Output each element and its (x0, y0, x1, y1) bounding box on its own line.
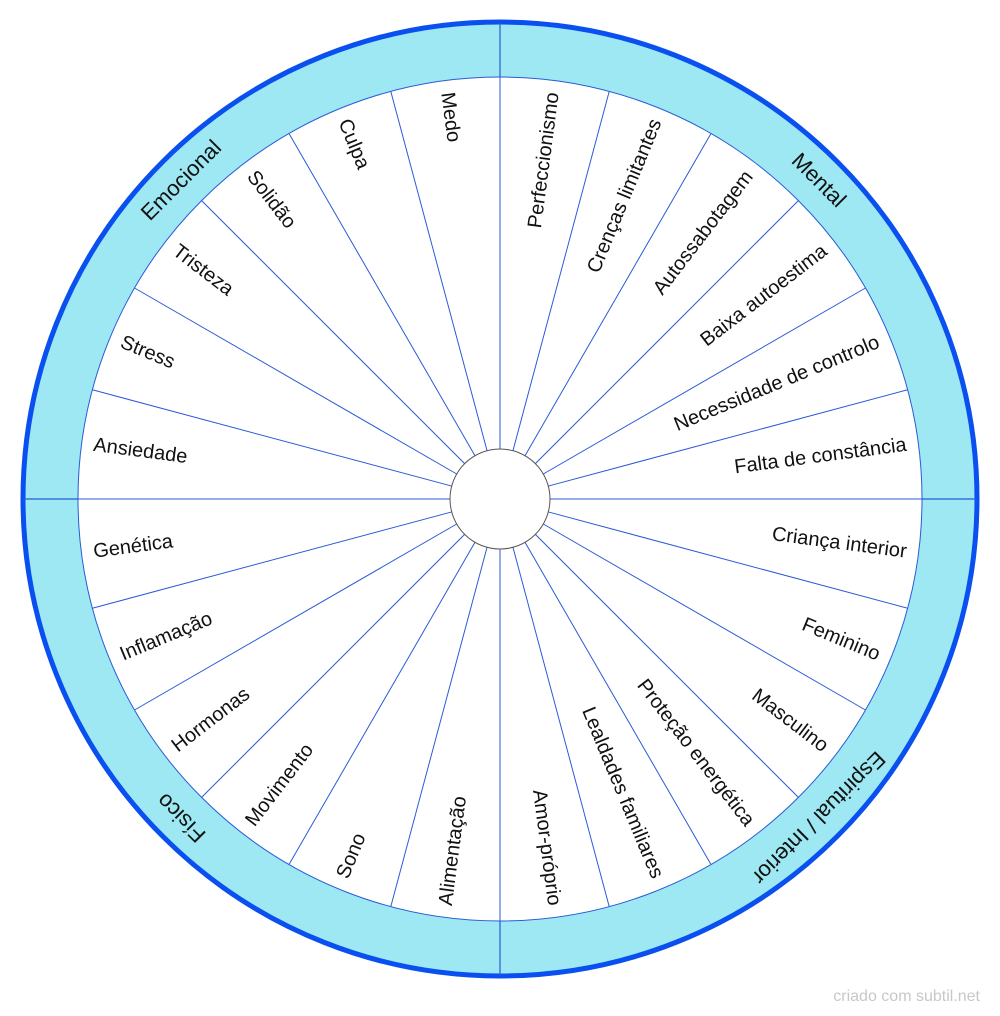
segment-spoke (512, 547, 610, 907)
segment-spoke (390, 91, 488, 451)
center-hub (449, 448, 551, 550)
segment-spoke (512, 91, 610, 451)
segment-spoke (288, 542, 476, 865)
segment-spoke (134, 523, 457, 711)
segment-spoke (535, 200, 799, 464)
segment-spoke (92, 389, 452, 487)
segment-spoke (535, 534, 799, 798)
segment-spoke (201, 200, 465, 464)
segment-spoke (543, 287, 866, 475)
segment-spoke (548, 511, 908, 609)
segment-spoke (288, 133, 476, 456)
segment-spoke (548, 389, 908, 487)
segment-spoke (524, 542, 712, 865)
segment-spoke (201, 534, 465, 798)
segment-spoke (390, 547, 488, 907)
segment-spoke (92, 511, 452, 609)
segment-spoke (543, 523, 866, 711)
segment-spoke (134, 287, 457, 475)
credit-text: criado com subtil.net (833, 988, 980, 1005)
segment-spoke (524, 133, 712, 456)
